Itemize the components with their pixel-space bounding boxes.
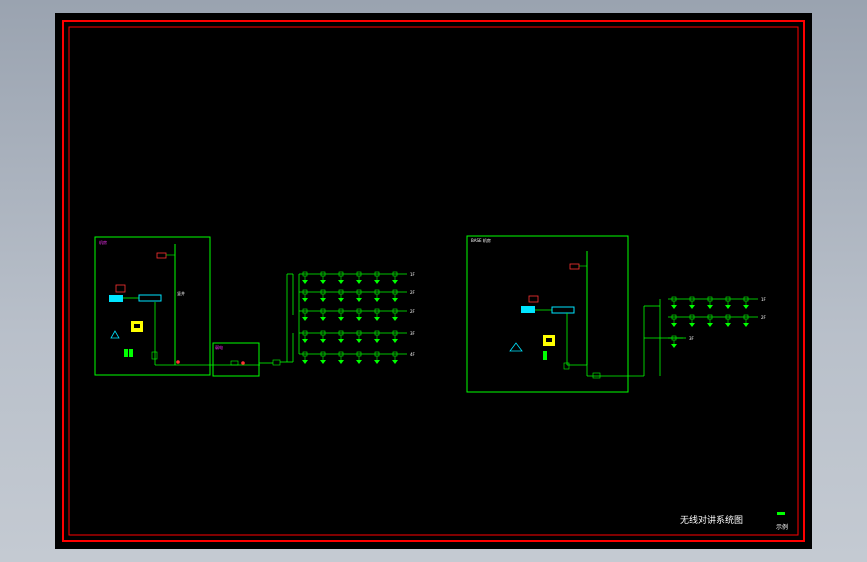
green-block — [124, 349, 128, 357]
left-ceiling-antenna-icon — [320, 339, 326, 343]
system-diagram: 机房 竖井 弱电 — [62, 20, 805, 542]
right-system: BASE 机房 1F 2F 3F — [466, 235, 767, 393]
right-trunk-splitter — [592, 372, 601, 379]
repeater-module — [138, 294, 162, 302]
right-branch-label-1: 2F — [761, 315, 767, 320]
left-ceiling-antenna-icon — [356, 280, 362, 284]
right-ceiling-antenna-icon — [671, 305, 677, 309]
left-ceiling-antenna-icon — [302, 298, 308, 302]
right-green-block — [543, 351, 547, 360]
left-ceiling-antenna-icon — [338, 339, 344, 343]
right-ceiling-antenna-icon — [671, 323, 677, 327]
right-antenna-icon — [509, 342, 523, 352]
left-branch-label-4: 4F — [410, 352, 416, 357]
right-ceiling-antenna-icon — [707, 323, 713, 327]
coupler-marker — [176, 360, 180, 364]
left-room-label: 机房 — [99, 239, 107, 245]
left-ceiling-antenna-icon — [320, 298, 326, 302]
drawing-canvas: 机房 竖井 弱电 — [55, 13, 812, 549]
left-branch-label-0: 1F — [410, 272, 416, 277]
right-repeater-icon — [521, 306, 535, 313]
right-branch-label-2: 3F — [689, 336, 695, 341]
repeater-alarm — [115, 284, 126, 293]
left-ceiling-antenna-icon — [302, 339, 308, 343]
left-ceiling-antenna-icon — [374, 280, 380, 284]
left-ceiling-antenna-icon — [374, 298, 380, 302]
left-ceiling-antenna-icon — [374, 317, 380, 321]
left-branch-group: 1F 2F 2F 3F 4F — [298, 271, 416, 364]
green-block-2 — [129, 349, 133, 357]
right-splitter — [563, 362, 570, 370]
splitter-icon — [151, 351, 158, 360]
outer-frame — [62, 20, 805, 542]
left-ceiling-antenna-icon — [338, 298, 344, 302]
right-branch-group: 1F 2F 3F — [644, 296, 767, 376]
left-ceiling-antenna-icon — [302, 280, 308, 284]
left-branch-label-3: 3F — [410, 331, 416, 336]
right-repeater-module — [551, 306, 575, 314]
right-ceiling-antenna-icon — [743, 323, 749, 327]
right-ceiling-antenna-icon — [689, 323, 695, 327]
riser-label: 竖井 — [177, 290, 185, 296]
left-ceiling-antenna-icon — [374, 339, 380, 343]
left-ceiling-antenna-icon — [356, 339, 362, 343]
inner-frame — [68, 26, 799, 536]
page-label: 示例 — [776, 523, 788, 531]
right-ceiling-antenna-icon — [689, 305, 695, 309]
left-ceiling-antenna-icon — [338, 360, 344, 364]
antenna-icon — [110, 330, 120, 339]
left-ceiling-antenna-icon — [320, 317, 326, 321]
left-branch-label-2: 2F — [410, 309, 416, 314]
right-red-marker — [569, 263, 580, 270]
cabinet-label: 弱电 — [215, 344, 223, 350]
right-ceiling-antenna-icon — [707, 305, 713, 309]
left-cabinet — [212, 342, 260, 377]
title-marker — [777, 512, 785, 515]
left-ceiling-antenna-icon — [356, 298, 362, 302]
right-ceiling-antenna-icon — [725, 305, 731, 309]
red-marker — [156, 252, 167, 259]
right-room-label: BASE 机房 — [471, 237, 491, 243]
trunk-splitter — [272, 359, 281, 366]
left-ceiling-antenna-icon — [392, 339, 398, 343]
left-ceiling-antenna-icon — [392, 360, 398, 364]
right-power-panel — [546, 338, 552, 342]
left-ceiling-antenna-icon — [374, 360, 380, 364]
left-ceiling-antenna-icon — [302, 317, 308, 321]
left-ceiling-antenna-icon — [338, 317, 344, 321]
right-branch-label-0: 1F — [761, 297, 767, 302]
left-ceiling-antenna-icon — [392, 298, 398, 302]
right-ceiling-antenna-icon — [725, 323, 731, 327]
left-ceiling-antenna-icon — [356, 360, 362, 364]
left-ceiling-antenna-icon — [302, 360, 308, 364]
left-equipment-room — [94, 236, 211, 376]
left-ceiling-antenna-icon — [338, 280, 344, 284]
coupler-icon — [230, 360, 239, 366]
right-ceiling-antenna-icon — [671, 344, 677, 348]
repeater-icon — [109, 295, 123, 302]
right-repeater-alarm — [528, 295, 539, 303]
left-ceiling-antenna-icon — [356, 317, 362, 321]
coupler-red — [241, 361, 245, 365]
right-ceiling-antenna-icon — [743, 305, 749, 309]
right-equipment-room — [466, 235, 629, 393]
left-ceiling-antenna-icon — [320, 360, 326, 364]
left-ceiling-antenna-icon — [392, 280, 398, 284]
left-branch-label-1: 2F — [410, 290, 416, 295]
left-system: 机房 竖井 弱电 — [94, 236, 416, 377]
left-ceiling-antenna-icon — [320, 280, 326, 284]
drawing-title: 无线对讲系统图 — [680, 514, 743, 526]
power-supply-panel — [134, 324, 140, 328]
left-ceiling-antenna-icon — [392, 317, 398, 321]
